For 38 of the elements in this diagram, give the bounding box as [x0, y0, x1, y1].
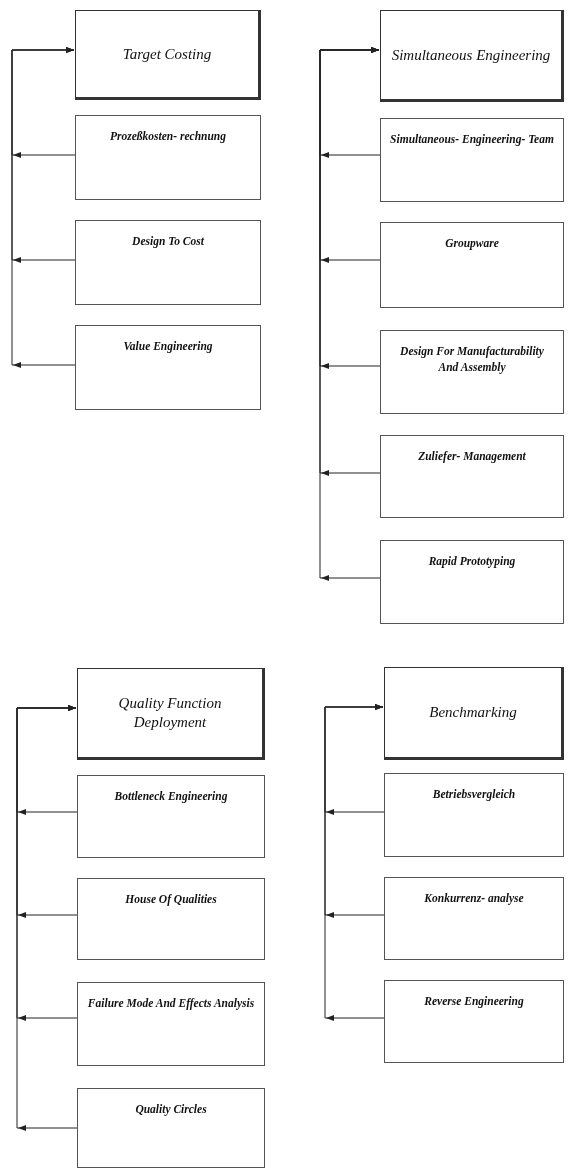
box-label: Zuliefer- Management [418, 449, 526, 464]
sub-method-box [380, 118, 564, 202]
sub-method-box [77, 1088, 265, 1168]
box-label: Rapid Prototyping [428, 554, 516, 569]
box-label: Quality Function Deployment [117, 694, 223, 732]
box-label: Quality Circles [135, 1102, 207, 1117]
box-label: Design For Manufacturability And Assembly [399, 344, 545, 375]
box-label: Benchmarking [429, 703, 517, 722]
box-label: Reverse Engineering [424, 994, 524, 1009]
box-label: Bottleneck Engineering [114, 789, 228, 804]
sub-method-box [380, 330, 564, 414]
box-label: Design To Cost [132, 234, 204, 249]
sub-method-box [384, 877, 564, 960]
box-label: Failure Mode And Effects Analysis [87, 996, 255, 1011]
method-box [75, 10, 261, 100]
sub-method-box [380, 540, 564, 624]
sub-method-box [380, 222, 564, 308]
box-label: Simultaneous- Engineering- Team [390, 132, 554, 147]
method-box [380, 10, 564, 102]
sub-method-box [75, 115, 261, 200]
sub-method-box [384, 773, 564, 857]
sub-method-box [384, 980, 564, 1063]
box-label: Groupware [445, 236, 499, 251]
box-label: Simultaneous Engineering [391, 45, 551, 65]
sub-method-box [77, 878, 265, 960]
box-label: Betriebsvergleich [432, 787, 516, 802]
sub-method-box [75, 325, 261, 410]
box-label: Value Engineering [123, 339, 213, 354]
sub-method-box [77, 982, 265, 1066]
method-box [384, 667, 564, 760]
sub-method-box [75, 220, 261, 305]
sub-method-box [77, 775, 265, 858]
sub-method-box [380, 435, 564, 518]
box-label: Konkurrenz- analyse [424, 891, 524, 906]
box-label: Prozeßkosten- rechnung [110, 129, 226, 144]
box-label: House Of Qualities [125, 892, 217, 907]
box-label: Target Costing [122, 44, 212, 64]
method-box [77, 668, 265, 760]
